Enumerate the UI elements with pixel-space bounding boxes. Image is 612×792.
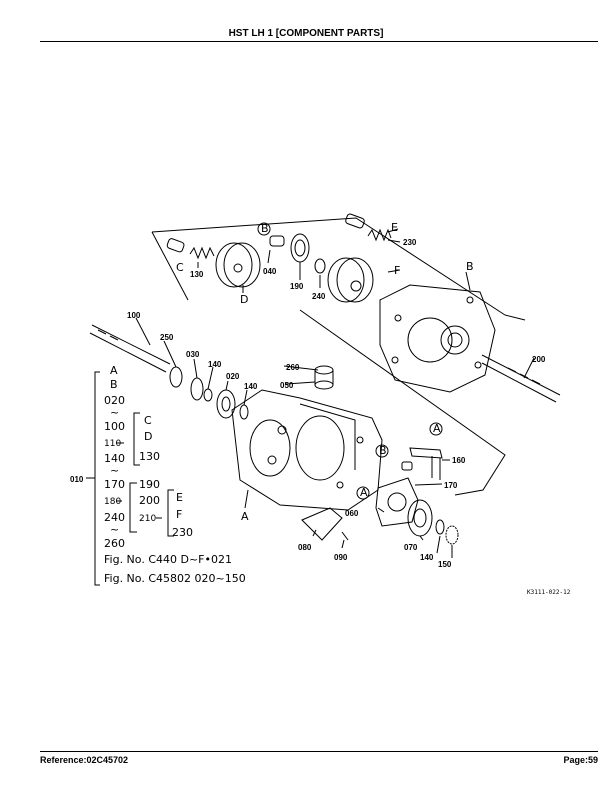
part-bracket-080-shape	[301, 507, 343, 541]
part-washer-250-shape	[169, 366, 183, 388]
key-col1-11: ~	[110, 523, 119, 536]
part-housing-b-shape	[379, 284, 496, 393]
letter-d: D	[240, 293, 248, 306]
part-ring-240-shape	[314, 258, 326, 274]
part-pin-e-shape	[345, 213, 392, 242]
label-part-040: 040	[263, 267, 277, 276]
part-housing-a-shape	[231, 389, 383, 511]
part-ring-140b-shape	[239, 404, 249, 420]
label-part-150: 150	[438, 560, 452, 569]
key-col1-7: ~	[110, 464, 119, 477]
label-part-230: 230	[403, 238, 417, 247]
part-shaft-200-shape	[481, 354, 561, 403]
part-cylinder-f-shape	[327, 257, 374, 303]
callout-b-right: B	[379, 444, 387, 457]
key-col2-5: 210	[139, 514, 156, 524]
key-bracket-col2b	[129, 482, 137, 533]
footer-reference: Reference:02C45702	[40, 755, 129, 765]
key-legend: A B 020 ~ 100 110 140 ~ 170 180 240 ~ 26…	[104, 364, 246, 585]
part-pin-c-shape	[166, 238, 185, 253]
label-part-190: 190	[290, 282, 304, 291]
footer-page-number: Page:59	[563, 755, 598, 765]
key-col1-4: 100	[104, 420, 125, 433]
key-bracket-main	[94, 371, 100, 586]
part-plug-050-shape	[314, 365, 334, 390]
page-title: HST LH 1 [COMPONENT PARTS]	[228, 28, 384, 39]
part-bearing-070-shape	[407, 499, 433, 537]
key-col3-0: E	[176, 491, 183, 504]
key-fig-line-1: Fig. No. C440 D~F•021	[104, 553, 232, 566]
letter-e: E	[391, 221, 398, 234]
key-col1-8: 170	[104, 478, 125, 491]
label-part-170: 170	[444, 481, 458, 490]
key-col1-9: 180	[104, 497, 121, 507]
key-col2-3: 190	[139, 478, 160, 491]
key-fig-line-2: Fig. No. C45802 020~150	[104, 572, 246, 585]
part-plate-060-shape	[375, 477, 419, 527]
key-col1-12: 260	[104, 537, 125, 550]
leader-frame-upper	[151, 217, 506, 316]
key-col1-0: A	[110, 364, 118, 377]
label-part-030: 030	[186, 350, 200, 359]
letter-c: C	[176, 261, 184, 274]
label-part-250: 250	[160, 333, 174, 342]
footer-rule	[40, 751, 598, 752]
key-bracket-col3	[167, 489, 174, 537]
label-part-140-c: 140	[420, 553, 434, 562]
label-part-070: 070	[404, 543, 418, 552]
callout-a-lower: A	[360, 486, 368, 499]
key-col2-2: 130	[139, 450, 160, 463]
label-part-140-a: 140	[208, 360, 222, 369]
part-cylinder-d-shape	[215, 242, 261, 288]
callout-b-top: B	[261, 222, 269, 235]
part-shaft-100-shape	[89, 324, 171, 373]
part-shaft-160-shape	[409, 447, 443, 480]
key-col2-0: C	[144, 414, 152, 427]
key-col2-4: 200	[139, 494, 160, 507]
key-col1-5: 110	[104, 439, 121, 449]
label-part-130: 130	[190, 270, 204, 279]
header-rule	[40, 41, 598, 42]
label-part-260: 260	[286, 363, 300, 372]
label-part-160: 160	[452, 456, 466, 465]
label-part-100: 100	[127, 311, 141, 320]
part-spring-130-shape	[189, 246, 215, 260]
leader-frame-lower	[299, 309, 506, 496]
label-part-060: 060	[345, 509, 359, 518]
label-part-020: 020	[226, 372, 240, 381]
part-ring-030-shape	[190, 377, 204, 401]
label-part-050: 050	[280, 381, 294, 390]
key-bracket-col2	[133, 412, 140, 466]
letter-a: A	[241, 510, 249, 523]
label-part-140-b: 140	[244, 382, 258, 391]
key-col1-2: 020	[104, 394, 125, 407]
part-sleeve-040-shape	[269, 233, 310, 263]
label-part-090: 090	[334, 553, 348, 562]
label-part-010: 010	[70, 475, 84, 484]
key-col3-1: F	[176, 508, 182, 521]
label-part-240: 240	[312, 292, 326, 301]
part-bolt-090-shape	[341, 531, 349, 541]
letter-b: B	[466, 260, 474, 273]
label-part-200: 200	[532, 355, 546, 364]
part-bushing-170-shape	[401, 461, 413, 471]
key-col1-1: B	[110, 378, 118, 391]
callout-a-right: A	[433, 422, 441, 435]
key-col3-2: 230	[172, 526, 193, 539]
part-ring-140c-shape	[435, 519, 445, 535]
label-part-080: 080	[298, 543, 312, 552]
letter-f: F	[394, 264, 400, 277]
key-col1-10: 240	[104, 511, 125, 524]
key-col1-6: 140	[104, 452, 125, 465]
key-col2-1: D	[144, 430, 152, 443]
part-gear-150-shape	[445, 525, 459, 545]
image-code: K3111-022-12	[527, 589, 571, 596]
key-col1-3: ~	[110, 406, 119, 419]
part-ring-140-shape	[203, 388, 213, 402]
